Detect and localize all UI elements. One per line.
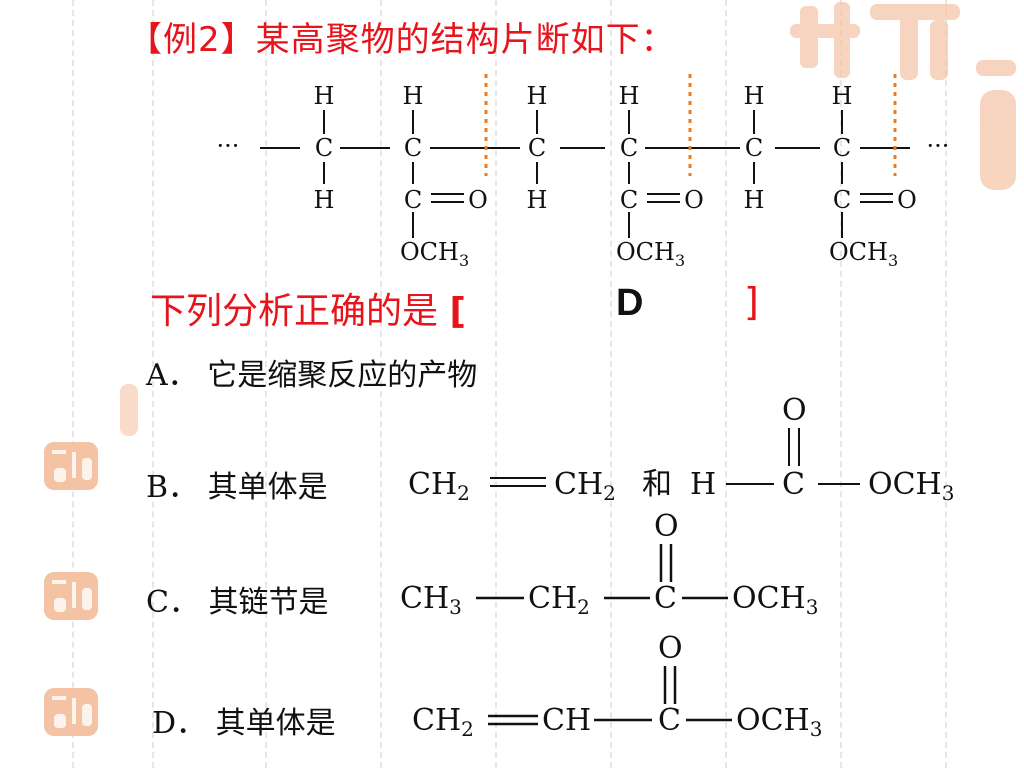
hydrogen-atom: H bbox=[832, 82, 853, 110]
oxygen-atom: O bbox=[468, 186, 488, 214]
oxygen-atom: O bbox=[684, 186, 704, 214]
option-label: A． bbox=[146, 358, 198, 393]
option-text: 它是缩聚反应的产物 bbox=[207, 358, 478, 393]
background-stripe bbox=[72, 0, 74, 768]
option-b-formula: CH2 CH2 和 H C O OCH3 bbox=[408, 393, 954, 505]
background-stripe bbox=[495, 0, 497, 768]
background-stripe bbox=[840, 0, 842, 768]
methylene-group: CH2 bbox=[412, 703, 474, 741]
hydrogen-atom: H bbox=[744, 186, 765, 214]
methoxy-group: OCH3 bbox=[732, 581, 818, 619]
carbon-atom: C bbox=[833, 134, 851, 162]
hydrogen-atom: H bbox=[314, 186, 335, 214]
methylene-group: CH2 bbox=[408, 467, 470, 505]
option-label: C． bbox=[146, 585, 199, 620]
left-bracket: [ bbox=[449, 291, 466, 332]
hydrogen-atom: H bbox=[744, 82, 765, 110]
option-c: C． 其链节是 bbox=[146, 577, 329, 621]
carbon-atom: C bbox=[658, 703, 681, 738]
hydrogen-atom: H bbox=[527, 186, 548, 214]
option-d: D． 其单体是 bbox=[152, 698, 336, 742]
carbon-atom: C bbox=[404, 134, 422, 162]
methoxy-group: OCH3 bbox=[400, 238, 469, 270]
question-label: 下列分析正确的是 bbox=[150, 291, 439, 332]
hydrogen-atom: H bbox=[403, 82, 424, 110]
conjunction-and: 和 bbox=[642, 467, 672, 502]
right-bracket: ] bbox=[744, 280, 759, 324]
methoxy-group: OCH3 bbox=[736, 703, 822, 741]
hydrogen-atom: H bbox=[527, 82, 548, 110]
option-c-formula: CH3 CH2 C O OCH3 bbox=[400, 509, 818, 619]
carbon-atom: C bbox=[528, 134, 546, 162]
seal-stamp-icon bbox=[44, 688, 98, 736]
option-text: 其链节是 bbox=[208, 585, 329, 620]
methoxy-group: OCH3 bbox=[616, 238, 685, 270]
oxygen-atom: O bbox=[654, 509, 679, 544]
methoxy-group: OCH3 bbox=[868, 467, 954, 505]
question-text: 下列分析正确的是 [ bbox=[150, 282, 466, 334]
polymer-structure-diagram: ··· ··· H H H H H H C C C C C C H C O H … bbox=[217, 74, 950, 270]
seal-stamp-icon bbox=[120, 384, 138, 436]
carbon-atom: C bbox=[654, 581, 677, 616]
seal-stamp-icon bbox=[790, 2, 1016, 190]
page-title: 【例2】某高聚物的结构片断如下： bbox=[128, 20, 676, 60]
background-stripe bbox=[380, 0, 382, 768]
background-stripe bbox=[265, 0, 267, 768]
seal-stamp-icon bbox=[44, 572, 98, 620]
carbon-atom: C bbox=[315, 134, 333, 162]
background-stripe bbox=[725, 0, 727, 768]
oxygen-atom: O bbox=[782, 393, 807, 428]
carbon-atom: C bbox=[620, 134, 638, 162]
carbon-atom: C bbox=[782, 467, 805, 502]
hydrogen-atom: H bbox=[690, 467, 716, 502]
hydrogen-atom: H bbox=[314, 82, 335, 110]
option-d-formula: CH2 CH C O OCH3 bbox=[412, 631, 822, 741]
seal-stamp-icon bbox=[44, 442, 98, 490]
methyl-group: CH3 bbox=[400, 581, 462, 619]
background-stripe bbox=[945, 0, 947, 768]
option-label: D． bbox=[152, 706, 207, 741]
carbon-atom: C bbox=[404, 186, 422, 214]
chain-ellipsis: ··· bbox=[927, 132, 950, 160]
option-text: 其单体是 bbox=[215, 706, 336, 741]
option-b: B． 其单体是 bbox=[146, 462, 328, 506]
methylene-group: CH2 bbox=[554, 467, 616, 505]
option-label: B． bbox=[146, 470, 199, 505]
carbon-atom: C bbox=[745, 134, 763, 162]
background-stripe bbox=[152, 0, 154, 768]
carbon-atom: C bbox=[620, 186, 638, 214]
hydrogen-atom: H bbox=[619, 82, 640, 110]
oxygen-atom: O bbox=[658, 631, 683, 666]
option-text: 其单体是 bbox=[207, 470, 328, 505]
methine-group: CH bbox=[542, 703, 591, 738]
methoxy-group: OCH3 bbox=[829, 238, 898, 270]
methylene-group: CH2 bbox=[528, 581, 590, 619]
carbon-atom: C bbox=[833, 186, 851, 214]
option-a: A． 它是缩聚反应的产物 bbox=[146, 350, 477, 394]
chain-ellipsis: ··· bbox=[217, 132, 240, 160]
answer-value: D bbox=[616, 282, 644, 324]
oxygen-atom: O bbox=[897, 186, 917, 214]
background-stripe bbox=[610, 0, 612, 768]
